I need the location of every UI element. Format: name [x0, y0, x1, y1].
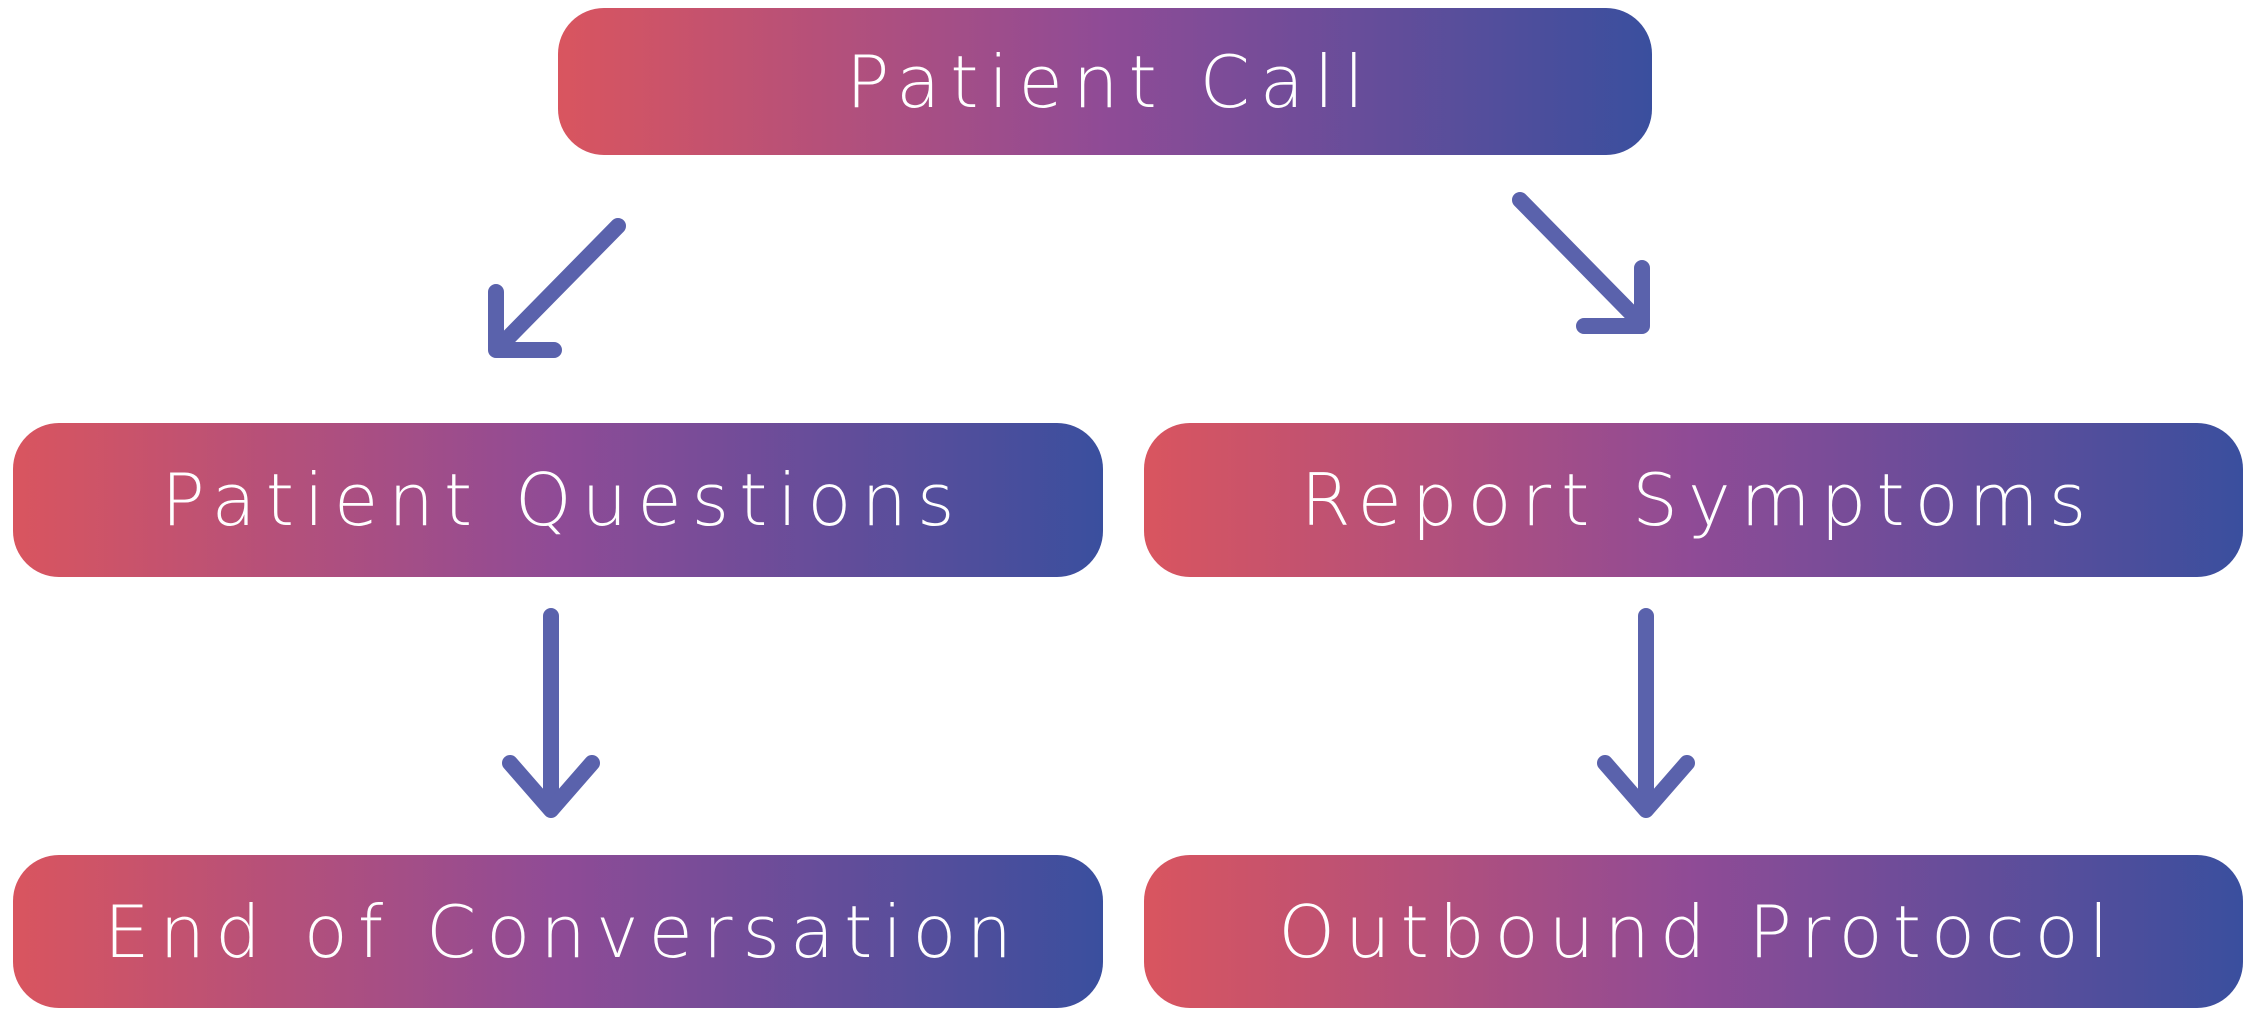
node-patient-questions: Patient Questions	[13, 423, 1103, 577]
node-patient-questions-label: Patient Questions	[161, 458, 965, 542]
arrow-report-symptoms-to-outbound-protocol-icon	[1597, 608, 1695, 818]
node-outbound-protocol: Outbound Protocol	[1144, 855, 2243, 1008]
arrow-patient-call-to-patient-questions-icon	[488, 218, 626, 358]
node-patient-call-label: Patient Call	[846, 39, 1374, 124]
node-outbound-protocol-label: Outbound Protocol	[1278, 889, 2119, 974]
node-patient-call: Patient Call	[558, 8, 1652, 155]
arrow-patient-questions-to-end-of-conversation-icon	[502, 608, 600, 818]
node-report-symptoms: Report Symptoms	[1144, 423, 2243, 577]
node-end-of-conversation: End of Conversation	[13, 855, 1103, 1008]
arrow-patient-call-to-report-symptoms-icon	[1512, 192, 1650, 334]
node-report-symptoms-label: Report Symptoms	[1300, 458, 2097, 542]
node-end-of-conversation-label: End of Conversation	[103, 889, 1022, 974]
